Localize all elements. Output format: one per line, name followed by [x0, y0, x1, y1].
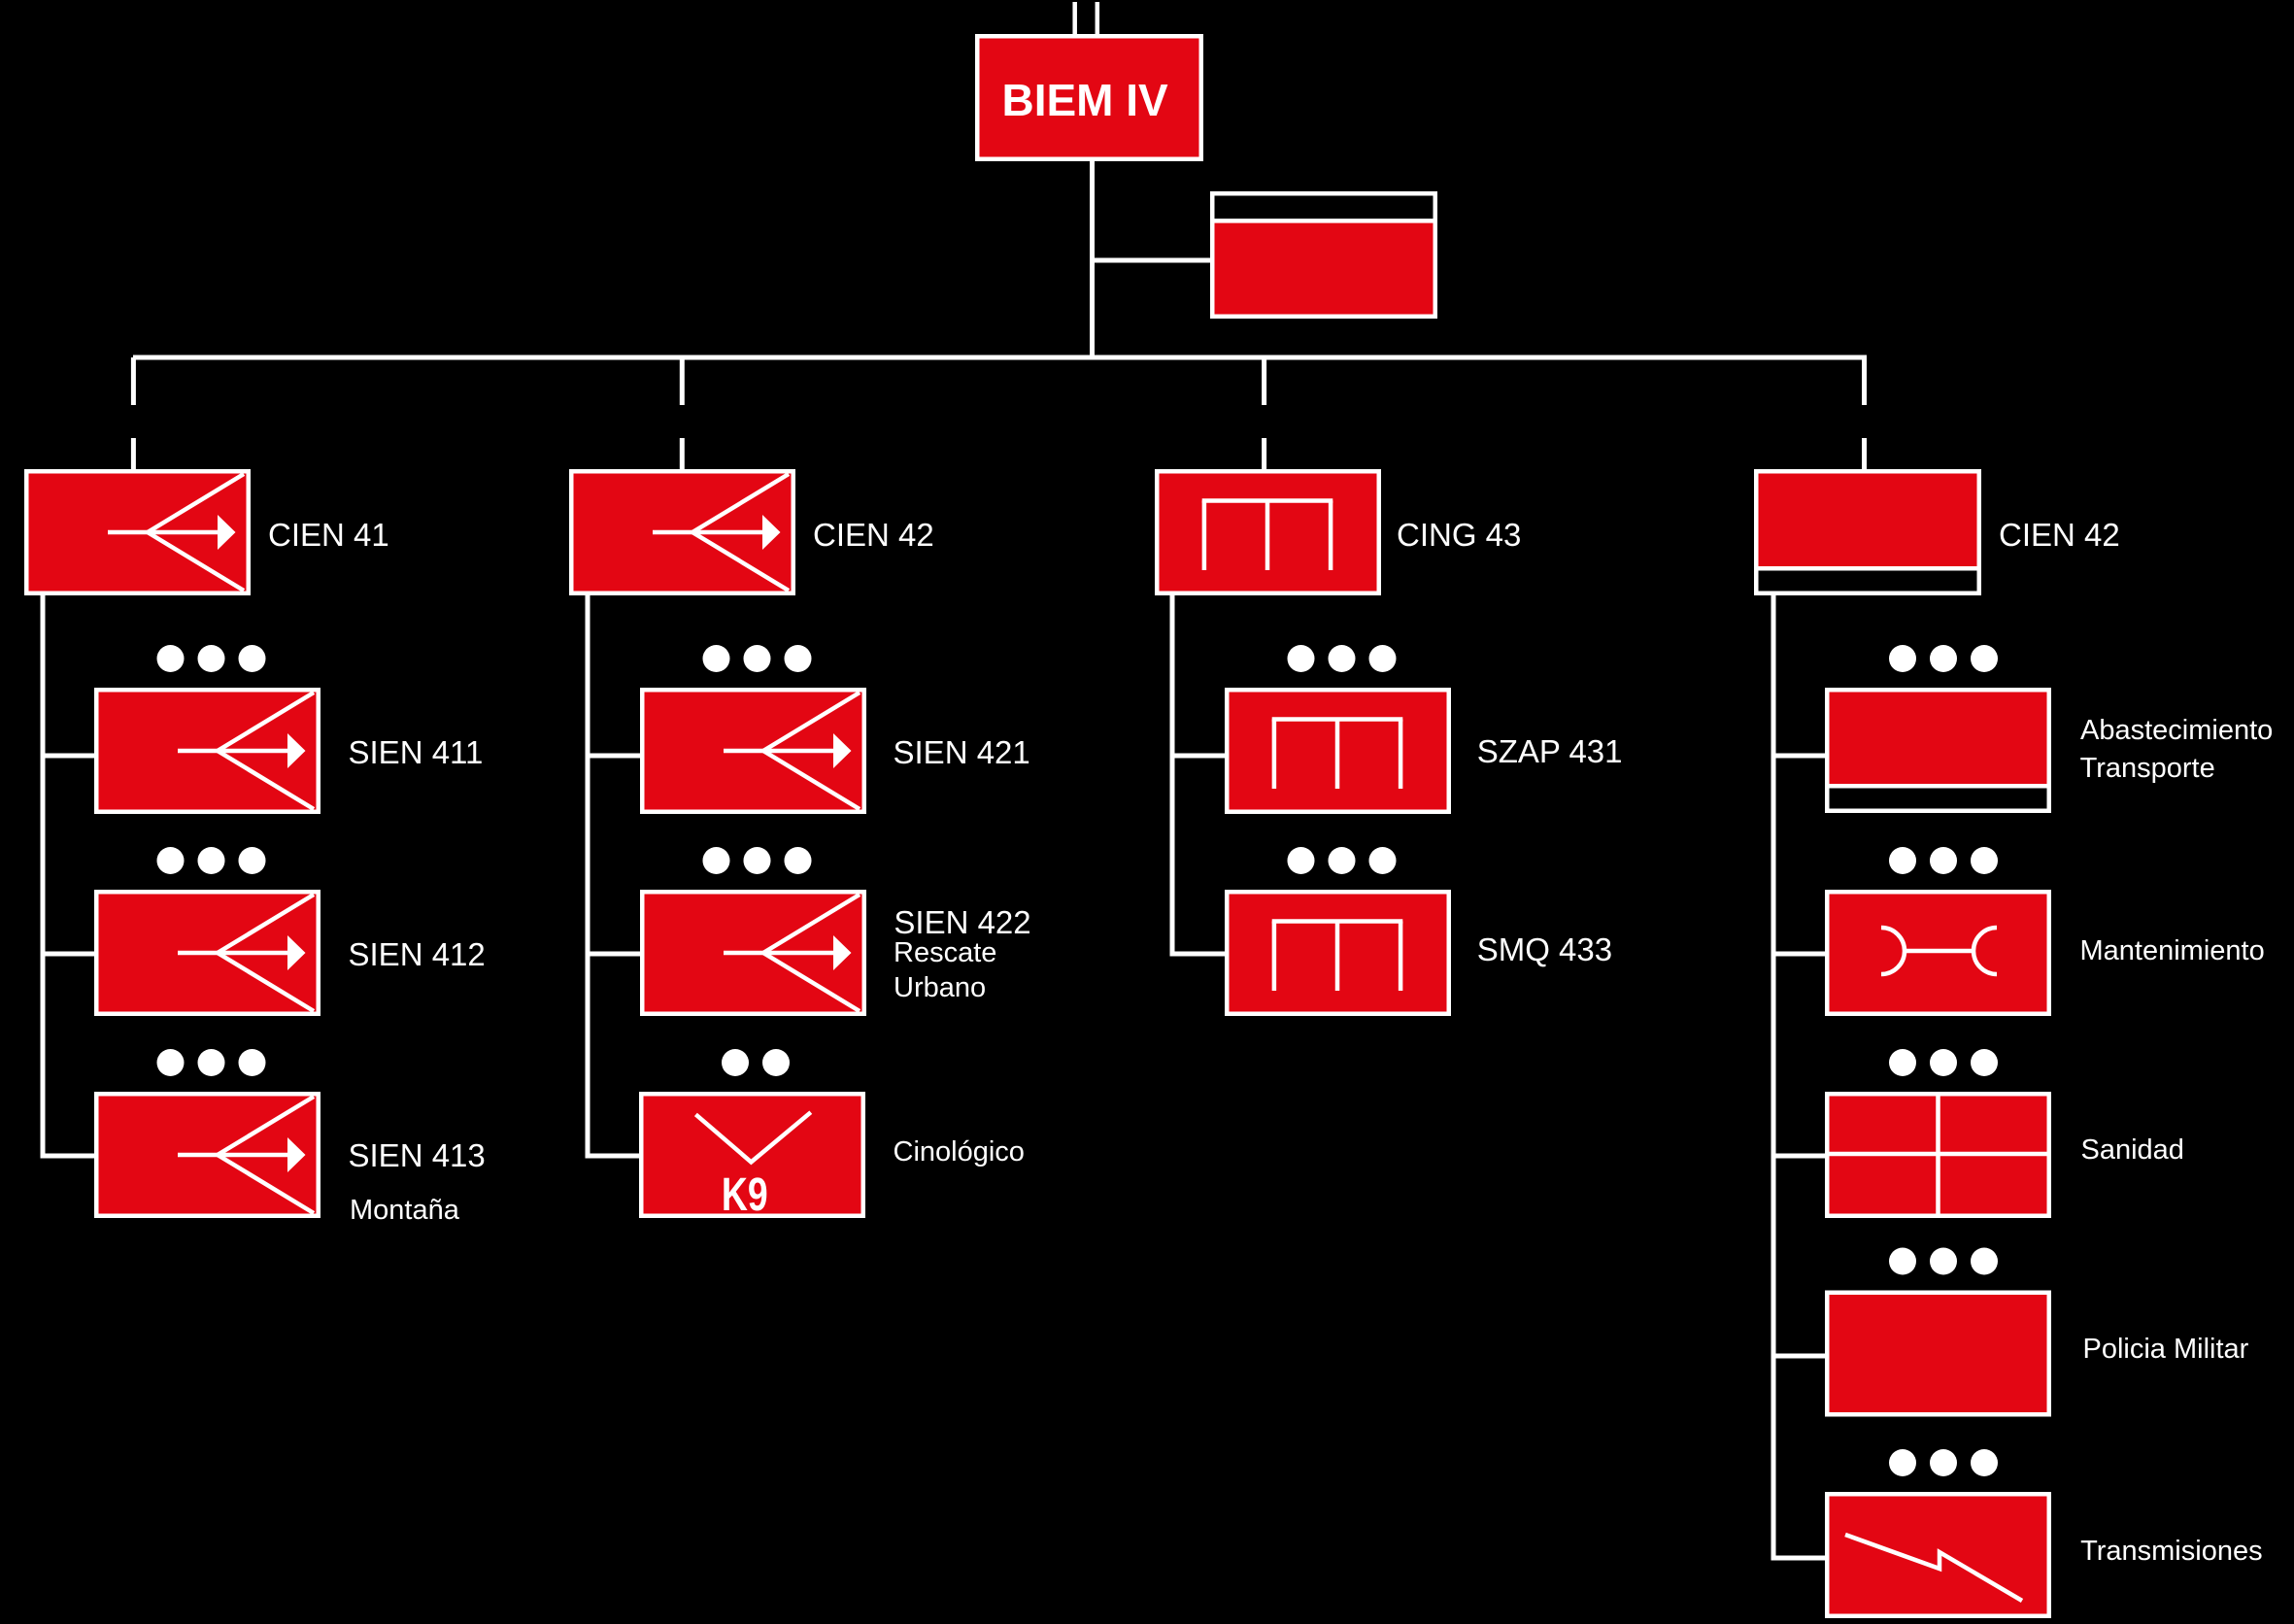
svg-text:SIEN 422: SIEN 422	[894, 904, 1030, 940]
svg-text:K9: K9	[722, 1169, 768, 1222]
svg-text:SZAP 431: SZAP 431	[1477, 733, 1623, 769]
svg-text:SIEN 412: SIEN 412	[349, 936, 486, 972]
svg-text:Abastecimiento: Abastecimiento	[2080, 715, 2273, 746]
svg-text:SMQ 433: SMQ 433	[1477, 931, 1612, 967]
svg-text:SIEN 421: SIEN 421	[894, 734, 1030, 770]
svg-text:Rescate: Rescate	[894, 937, 996, 968]
svg-text:CIEN 42: CIEN 42	[1999, 517, 2120, 553]
svg-text:Mantenimiento: Mantenimiento	[2080, 935, 2265, 966]
svg-text:CING 43: CING 43	[1397, 517, 1521, 553]
svg-text:Transmisiones: Transmisiones	[2080, 1536, 2262, 1567]
svg-text:CIEN 41: CIEN 41	[268, 517, 389, 553]
svg-text:Urbano: Urbano	[894, 972, 986, 1003]
svg-text:SIEN 413: SIEN 413	[349, 1137, 486, 1173]
svg-text:CIEN 42: CIEN 42	[813, 517, 934, 553]
svg-text:BIEM IV: BIEM IV	[1002, 75, 1169, 125]
svg-text:Transporte: Transporte	[2080, 753, 2215, 784]
svg-text:Policia Militar: Policia Militar	[2083, 1334, 2249, 1365]
svg-text:Sanidad: Sanidad	[2081, 1134, 2184, 1166]
svg-text:Cinológico: Cinológico	[894, 1136, 1025, 1167]
svg-text:Montaña: Montaña	[350, 1195, 460, 1226]
svg-text:SIEN 411: SIEN 411	[349, 734, 484, 770]
